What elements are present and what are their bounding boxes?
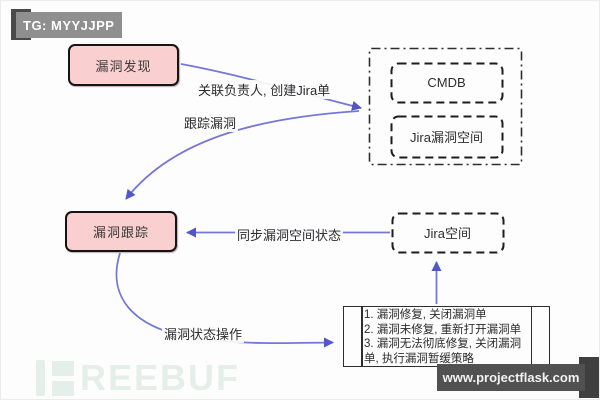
node-status-actions: 1. 漏洞修复, 关闭漏洞单 2. 漏洞未修复, 重新打开漏洞单 3. 漏洞无法…: [343, 306, 550, 367]
jira-vuln-space-node-border: [390, 115, 504, 159]
status-actions-list: 1. 漏洞修复, 关闭漏洞单 2. 漏洞未修复, 重新打开漏洞单 3. 漏洞无法…: [364, 308, 529, 366]
node-cmdb-label: CMDB: [427, 75, 466, 90]
status-action-item: 1. 漏洞修复, 关闭漏洞单: [364, 309, 487, 321]
node-vuln-discovery: 漏洞发现: [68, 44, 179, 86]
edge-label-create-jira: 关联负责人, 创建Jira单: [196, 80, 333, 99]
cmdb-node-border: [390, 62, 504, 104]
node-vuln-discovery-label: 漏洞发现: [95, 58, 152, 74]
freebuf-logo: REEBUF: [36, 358, 240, 398]
node-vuln-tracking-label: 漏洞跟踪: [92, 225, 149, 240]
site-watermark: www.projectflask.com: [437, 364, 585, 391]
node-jira-vuln-space-label: Jira漏洞空间: [410, 130, 483, 145]
edge-label-status-ops: 漏洞状态操作: [162, 324, 245, 343]
node-jira-space-label: Jira空间: [424, 226, 471, 241]
telegram-watermark: TG: MYYJJPP: [16, 12, 122, 38]
node-jira-vuln-space: Jira漏洞空间: [391, 116, 502, 157]
edge-track: [125, 110, 360, 200]
freebuf-bar-icon: [36, 360, 45, 396]
status-action-item: 2. 漏洞未修复, 重新打开漏洞单: [364, 323, 522, 336]
process-bar-left: [361, 307, 363, 366]
site-watermark-label: www.projectflask.com: [442, 370, 580, 385]
node-jira-space: Jira空间: [392, 213, 503, 252]
freebuf-logo-text: REEBUF: [80, 357, 241, 398]
telegram-watermark-label: TG: MYYJJPP: [23, 17, 115, 33]
freebuf-f-icon: [52, 360, 74, 396]
edge-label-track: 跟踪漏洞: [182, 113, 239, 132]
status-action-item: 3. 漏洞无法彻底修复, 关闭漏洞单, 执行漏洞暂缓策略: [364, 338, 522, 365]
jira-space-node-border: [391, 212, 505, 254]
edge-label-sync: 同步漏洞空间状态: [235, 225, 344, 244]
process-bar-right: [530, 307, 532, 366]
node-cmdb: CMDB: [391, 63, 502, 102]
node-vuln-tracking: 漏洞跟踪: [65, 211, 177, 252]
